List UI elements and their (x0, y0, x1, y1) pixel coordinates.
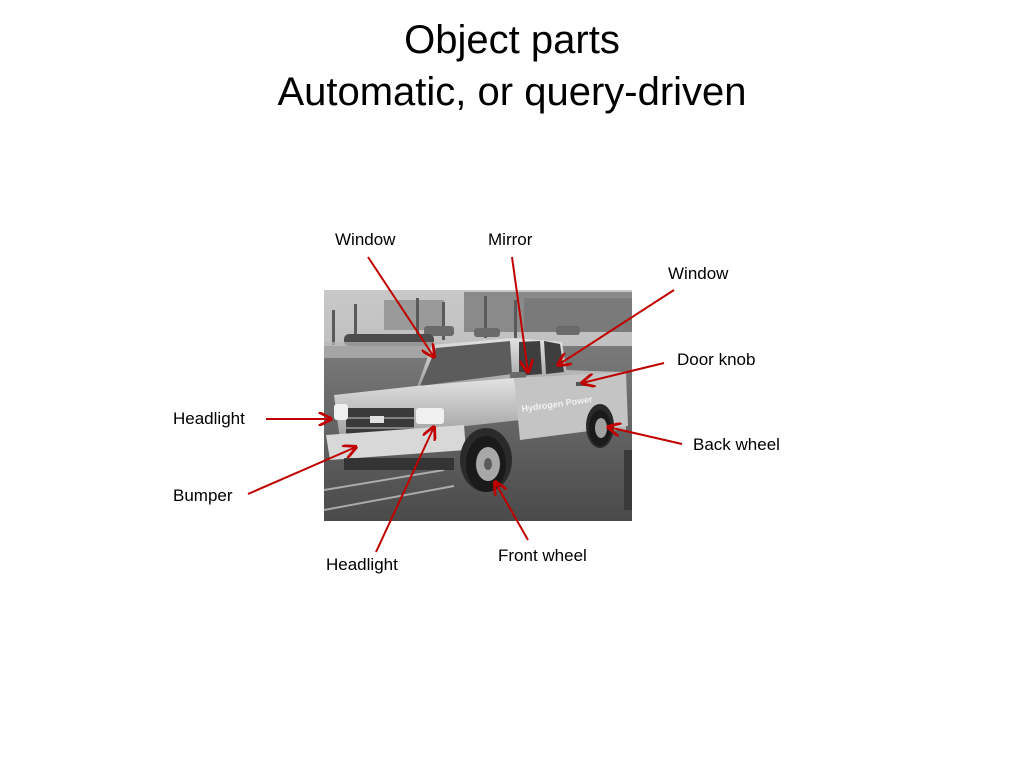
label-door-knob: Door knob (677, 350, 756, 369)
arrow-front-wheel (495, 482, 529, 541)
title-line-2: Automatic, or query-driven (277, 70, 747, 114)
arrow-door-knob (582, 362, 665, 383)
label-front-wheel: Front wheel (498, 546, 587, 565)
label-window-left: Window (335, 230, 396, 249)
arrow-bumper (247, 447, 356, 495)
label-headlight-bottom: Headlight (326, 555, 398, 574)
arrow-back-wheel (608, 427, 683, 445)
label-window-right: Window (668, 264, 729, 283)
arrow-window-left (367, 256, 434, 357)
label-back-wheel: Back wheel (693, 435, 780, 454)
arrow-mirror (511, 256, 528, 372)
arrow-headlight-bottom (375, 427, 434, 553)
label-bumper: Bumper (173, 486, 233, 505)
slide-title: Object parts Automatic, or query-driven (0, 14, 1024, 118)
arrow-window-right (558, 289, 675, 365)
label-headlight-left: Headlight (173, 409, 245, 428)
title-line-1: Object parts (404, 18, 620, 62)
label-mirror: Mirror (488, 230, 533, 249)
